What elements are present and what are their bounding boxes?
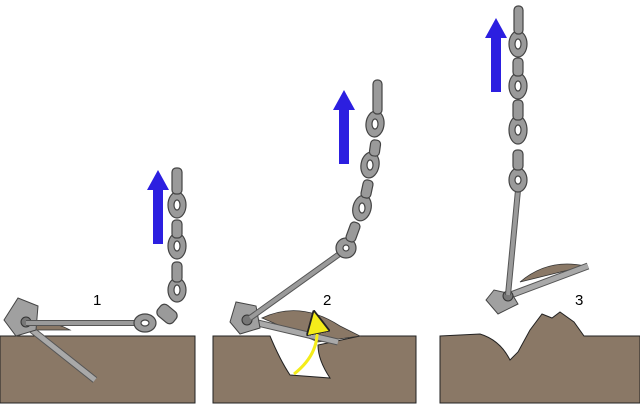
chain-links-3 [508, 5, 528, 193]
up-arrow-icon [333, 90, 355, 164]
step-3-label: 3 [575, 292, 583, 309]
anchor-crown-1 [3, 297, 39, 337]
panel-3: 3 [439, 5, 640, 404]
step-1-label: 1 [93, 292, 101, 309]
panel-2: 2 [212, 79, 417, 404]
panel-1: 1 [0, 167, 196, 404]
chain-links-2 [335, 79, 385, 259]
chain-links-1 [133, 167, 187, 333]
seabed-1 [0, 335, 196, 404]
step-2-label: 2 [323, 292, 331, 309]
curved-arrow-icon [293, 322, 317, 376]
up-arrow-icon [485, 18, 507, 92]
seabed-2 [212, 335, 417, 404]
seabed-3 [439, 311, 640, 404]
up-arrow-icon [147, 170, 169, 244]
